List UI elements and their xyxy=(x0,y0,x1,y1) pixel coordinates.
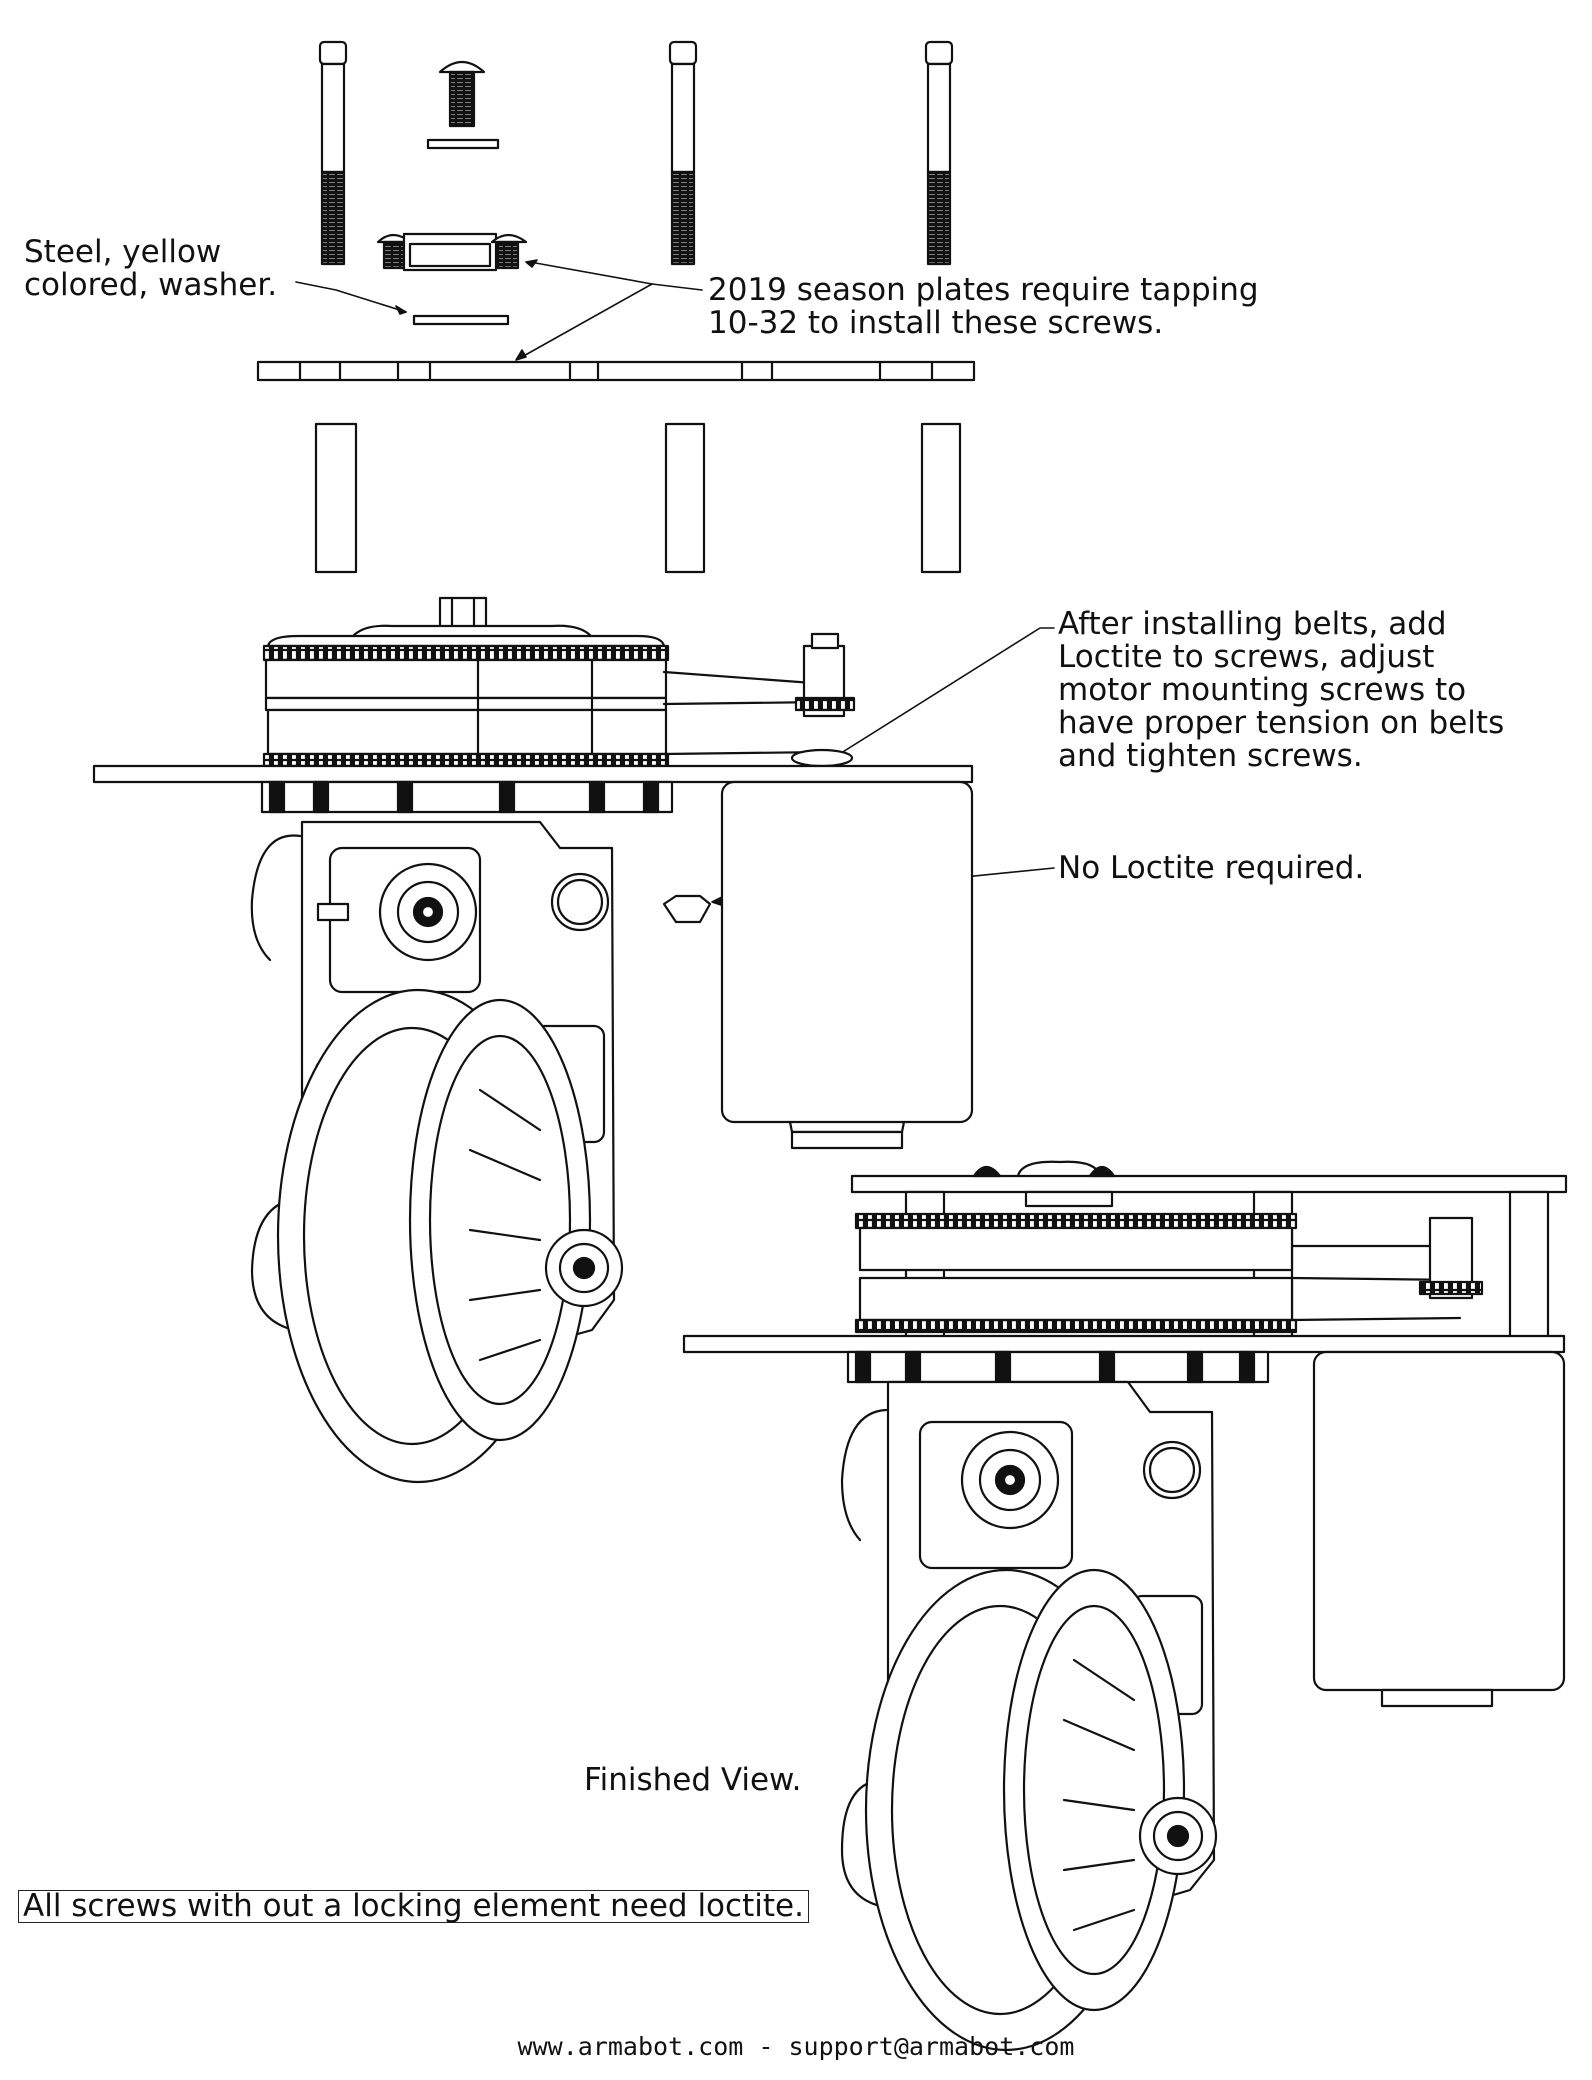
long-bolt xyxy=(668,40,698,266)
standoff xyxy=(920,422,962,574)
standoff xyxy=(664,422,706,574)
plates-tapping-callout: 2019 season plates require tapping 10-32… xyxy=(708,272,1259,341)
no-loctite-callout: No Loctite required. xyxy=(1058,850,1365,886)
standoff xyxy=(314,422,358,574)
button-head-screw xyxy=(438,60,486,128)
clamp-block-with-screws xyxy=(376,232,528,272)
swerve-module-exploded xyxy=(92,596,974,1484)
top-plate xyxy=(256,360,976,382)
long-bolt xyxy=(924,40,954,266)
belts-loctite-callout: After installing belts, add Loctite to s… xyxy=(1058,606,1505,774)
footer-contact: www.armabot.com - support@armabot.com xyxy=(517,2032,1075,2061)
finished-view-label: Finished View. xyxy=(584,1762,802,1798)
loctite-note-boxed: All screws with out a locking element ne… xyxy=(18,1890,809,1923)
small-washer xyxy=(426,138,500,150)
washer-callout: Steel, yellow colored, washer. xyxy=(24,234,278,303)
yellow-washer xyxy=(412,314,510,326)
long-bolt xyxy=(318,40,348,266)
swerve-module-finished xyxy=(682,1160,1568,2052)
